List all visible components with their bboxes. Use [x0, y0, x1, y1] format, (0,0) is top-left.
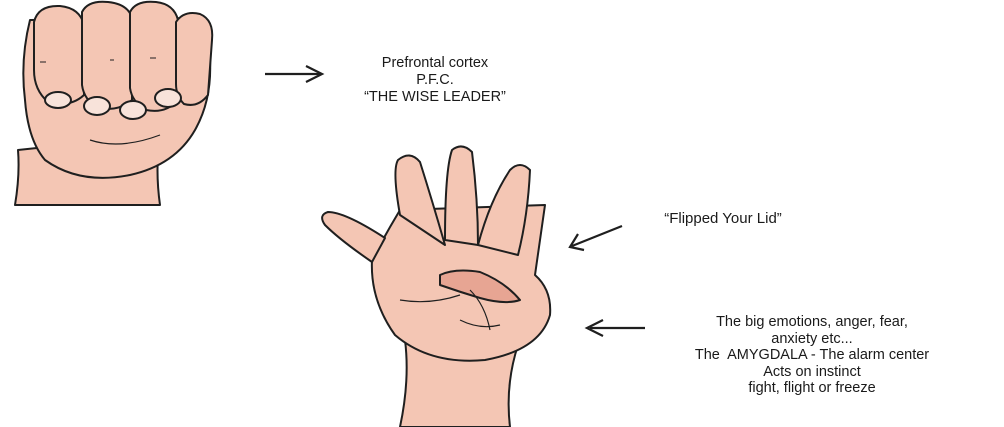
- pfc-label: Prefrontal cortex P.F.C. “THE WISE LEADE…: [330, 55, 540, 106]
- amygdala-line-5: fight, flight or freeze: [620, 380, 1004, 397]
- fist-nail-2: [84, 97, 110, 115]
- arrow-to-flipped-lid: [570, 226, 622, 250]
- hand-pinky-finger: [322, 212, 385, 262]
- amygdala-line-1: The big emotions, anger, fear,: [620, 314, 1004, 331]
- pfc-nickname: “THE WISE LEADER”: [330, 89, 540, 106]
- amygdala-line-3: The AMYGDALA - The alarm center: [620, 347, 1004, 364]
- fist-nail-4: [155, 89, 181, 107]
- hand-middle-finger: [445, 146, 478, 245]
- flipped-lid-text: “Flipped Your Lid”: [628, 210, 818, 227]
- amygdala-line-2: anxiety etc...: [620, 331, 1004, 348]
- pfc-title: Prefrontal cortex: [330, 55, 540, 72]
- amygdala-line-4: Acts on instinct: [620, 364, 1004, 381]
- amygdala-label: The big emotions, anger, fear, anxiety e…: [620, 314, 1004, 397]
- flipped-lid-label: “Flipped Your Lid”: [628, 210, 818, 227]
- arrow-to-pfc: [265, 66, 322, 82]
- open-hand-illustration: [322, 146, 550, 427]
- fist-finger-4: [176, 13, 212, 105]
- closed-fist-illustration: [15, 2, 212, 205]
- fist-nail-1: [45, 92, 71, 108]
- pfc-abbreviation: P.F.C.: [330, 72, 540, 89]
- fist-nail-3: [120, 101, 146, 119]
- fist-finger-2: [82, 2, 132, 109]
- fist-finger-1: [34, 6, 84, 104]
